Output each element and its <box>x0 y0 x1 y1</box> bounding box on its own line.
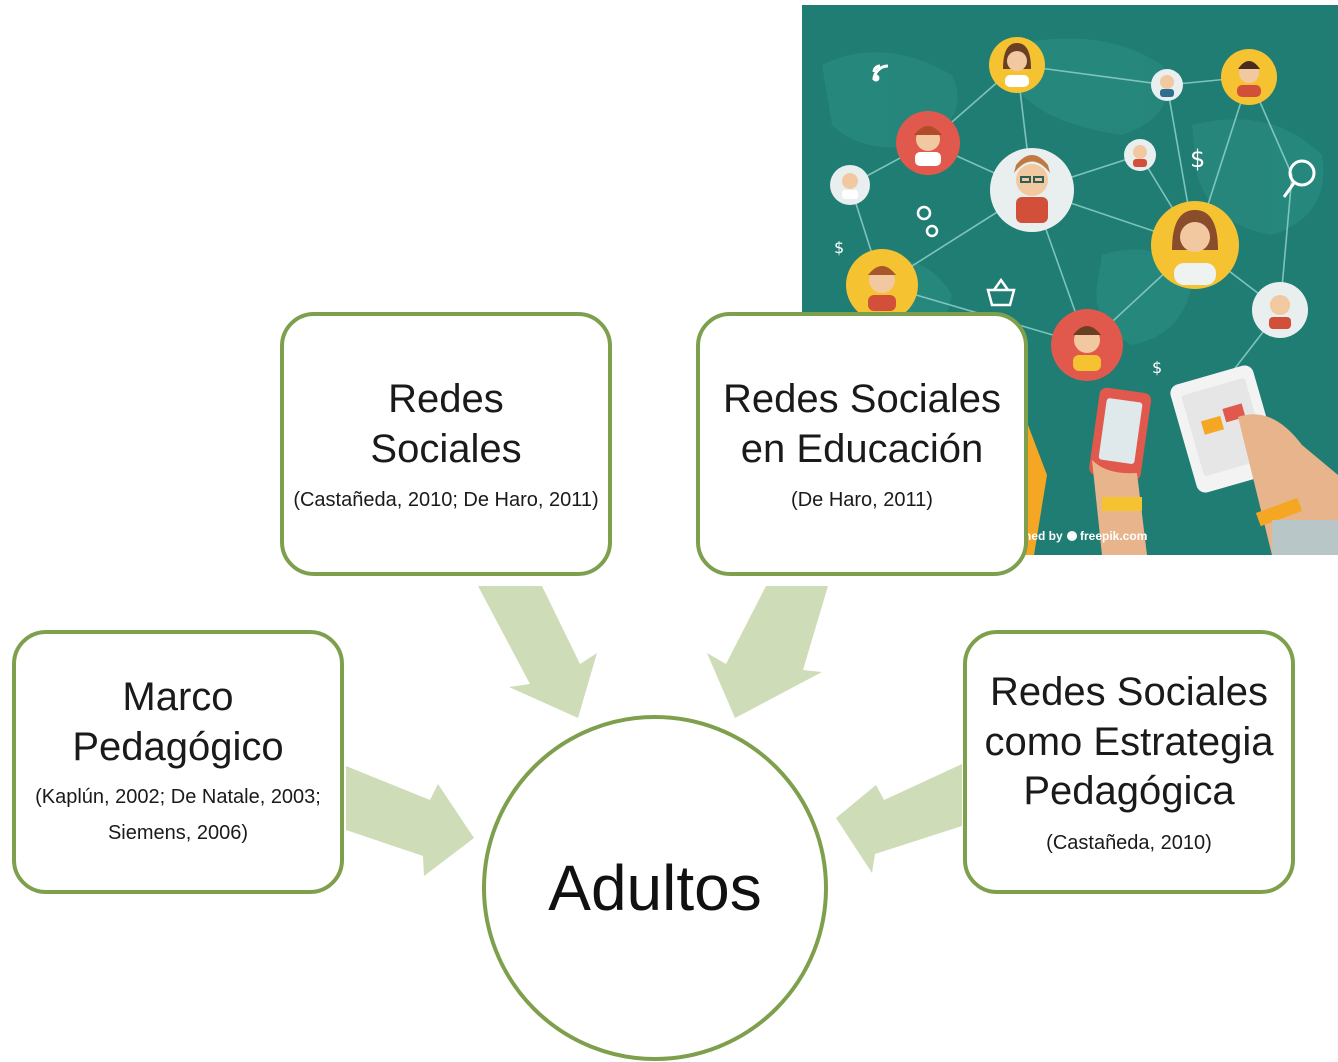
avatar-large-right <box>1151 201 1239 289</box>
center-node-adultos: Adultos <box>482 715 828 1061</box>
node-title: Redes Sociales en Educación <box>723 375 1001 474</box>
arrow-from-redes-educacion <box>707 586 828 718</box>
avatar-red-left <box>896 111 960 175</box>
node-title: Redes Sociales <box>370 375 521 474</box>
node-citation: (Castañeda, 2010; De Haro, 2011) <box>293 489 599 512</box>
freepik-credit: ned by freepik.com <box>1024 529 1147 543</box>
credit-brand: freepik.com <box>1080 529 1147 543</box>
arrow-from-redes-sociales <box>478 586 597 718</box>
hand-tablet-icon <box>1170 365 1338 555</box>
credit-text: ned by <box>1024 529 1063 543</box>
node-title-line: Pedagógica <box>1023 769 1235 814</box>
avatar-yellow-left <box>846 249 918 321</box>
center-label: Adultos <box>548 852 762 924</box>
hand-phone-icon <box>1089 387 1152 555</box>
avatar-top-right <box>1221 49 1277 105</box>
node-citation: (De Haro, 2011) <box>791 489 933 512</box>
avatar-top <box>989 37 1045 93</box>
avatar-small-left <box>830 165 870 205</box>
node-marco-pedagogico: Marco Pedagógico (Kaplún, 2002; De Natal… <box>12 630 344 894</box>
arrow-from-estrategia <box>836 764 962 873</box>
node-title-line: como Estrategia <box>984 719 1274 764</box>
node-title-line: Redes <box>388 376 504 421</box>
node-citation: (Kaplún, 2002; De Natale, 2003; Siemens,… <box>35 785 321 844</box>
node-citation: (Castañeda, 2010) <box>1046 831 1212 854</box>
gear-icon <box>916 205 939 238</box>
node-title-line: en Educación <box>740 426 984 471</box>
node-title-line: Pedagógico <box>72 725 284 769</box>
avatar-large-center <box>990 148 1074 232</box>
avatar-red-bottom <box>1051 309 1123 381</box>
social-network-illustration: $ $ $ $ ned by freepik.com <box>802 5 1338 555</box>
arrow-from-marco-pedagogico <box>346 766 474 876</box>
wifi-icon <box>872 64 889 82</box>
basket-icon <box>986 277 1016 307</box>
node-title-line: Redes Sociales <box>990 670 1268 715</box>
node-title-line: Sociales <box>370 426 522 471</box>
avatar-small-mid <box>1124 139 1156 171</box>
svg-text:freepik.com: freepik.com <box>1080 529 1147 543</box>
node-title: Marco Pedagógico <box>72 673 283 772</box>
freepik-logo-icon <box>1067 531 1077 541</box>
node-title-line: Marco <box>122 675 234 720</box>
dollar-icon: $ <box>834 238 844 257</box>
node-title-line: Redes Sociales <box>723 376 1001 421</box>
avatar-small-right <box>1252 282 1308 338</box>
dollar-icon: $ <box>1190 145 1205 173</box>
avatar-small-top <box>1151 69 1183 101</box>
node-redes-sociales: Redes Sociales (Castañeda, 2010; De Haro… <box>280 312 612 576</box>
dollar-icon: $ <box>1152 358 1162 377</box>
node-estrategia-pedagogica: Redes Sociales como Estrategia Pedagógic… <box>963 630 1295 894</box>
node-redes-sociales-educacion: Redes Sociales en Educación (De Haro, 20… <box>696 312 1028 576</box>
magnifier-icon <box>1282 159 1316 198</box>
node-title: Redes Sociales como Estrategia Pedagógic… <box>984 668 1273 817</box>
svg-text:ned by: ned by <box>1024 529 1063 543</box>
